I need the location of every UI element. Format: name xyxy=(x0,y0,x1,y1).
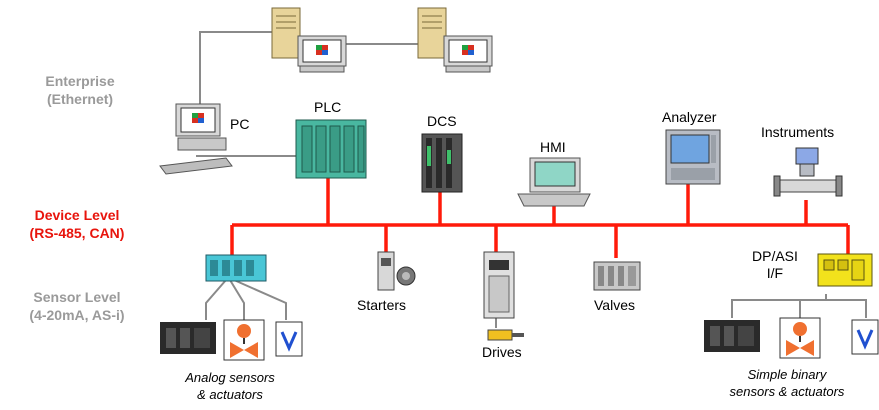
device-subtitle: (RS-485, CAN) xyxy=(29,225,125,241)
enterprise-level-label: Enterprise (Ethernet) xyxy=(20,72,140,108)
dp-asi-line2: I/F xyxy=(766,265,784,281)
analyzer-label: Analyzer xyxy=(662,109,717,125)
dcs-label: DCS xyxy=(427,113,457,129)
dp-asi-interface-icon xyxy=(817,253,873,287)
sensor-title: Sensor Level xyxy=(33,289,121,305)
dp-asi-line1: DP/ASI xyxy=(752,248,798,264)
pc-label: PC xyxy=(230,116,250,132)
hmi-icon xyxy=(517,157,591,207)
server-icon xyxy=(271,7,347,73)
switch-symbol-icon xyxy=(851,319,879,355)
device-bus xyxy=(230,178,850,258)
remote-io-icon xyxy=(205,254,267,282)
sensor-device-icon xyxy=(160,322,216,354)
analog-caption-line1: Analog sensors xyxy=(185,370,275,385)
valves-icon xyxy=(593,261,641,291)
drives-label: Drives xyxy=(482,344,522,360)
sensor-device-icon xyxy=(704,320,760,352)
dcs-icon xyxy=(421,133,463,193)
analog-caption-line2: & actuators xyxy=(197,387,263,402)
plc-label: PLC xyxy=(314,99,342,115)
pc-icon xyxy=(159,103,233,175)
device-title: Device Level xyxy=(34,207,120,223)
instruments-label: Instruments xyxy=(761,124,835,140)
drives-icon xyxy=(483,251,524,341)
analyzer-icon xyxy=(665,129,721,185)
binary-caption: Simple binary sensors & actuators xyxy=(712,366,862,400)
binary-caption-line2: sensors & actuators xyxy=(729,384,845,399)
instruments-icon xyxy=(773,147,843,197)
switch-symbol-icon xyxy=(275,321,303,357)
plc-icon xyxy=(295,119,367,179)
device-level-label: Device Level (RS-485, CAN) xyxy=(14,206,140,242)
starters-icon xyxy=(377,251,416,291)
valves-label: Valves xyxy=(594,297,635,313)
enterprise-title: Enterprise xyxy=(45,73,115,89)
valve-actuator-icon xyxy=(779,317,821,359)
valve-actuator-icon xyxy=(223,319,265,361)
sensor-subtitle: (4-20mA, AS-i) xyxy=(29,307,125,323)
server-icon xyxy=(417,7,493,73)
analog-caption: Analog sensors & actuators xyxy=(160,369,300,403)
starters-label: Starters xyxy=(357,297,407,313)
binary-caption-line1: Simple binary xyxy=(747,367,827,382)
hmi-label: HMI xyxy=(540,139,566,155)
sensor-level-label: Sensor Level (4-20mA, AS-i) xyxy=(14,288,140,324)
enterprise-subtitle: (Ethernet) xyxy=(46,91,114,107)
sensor-links xyxy=(205,279,867,328)
dp-asi-label: DP/ASI I/F xyxy=(752,248,798,282)
